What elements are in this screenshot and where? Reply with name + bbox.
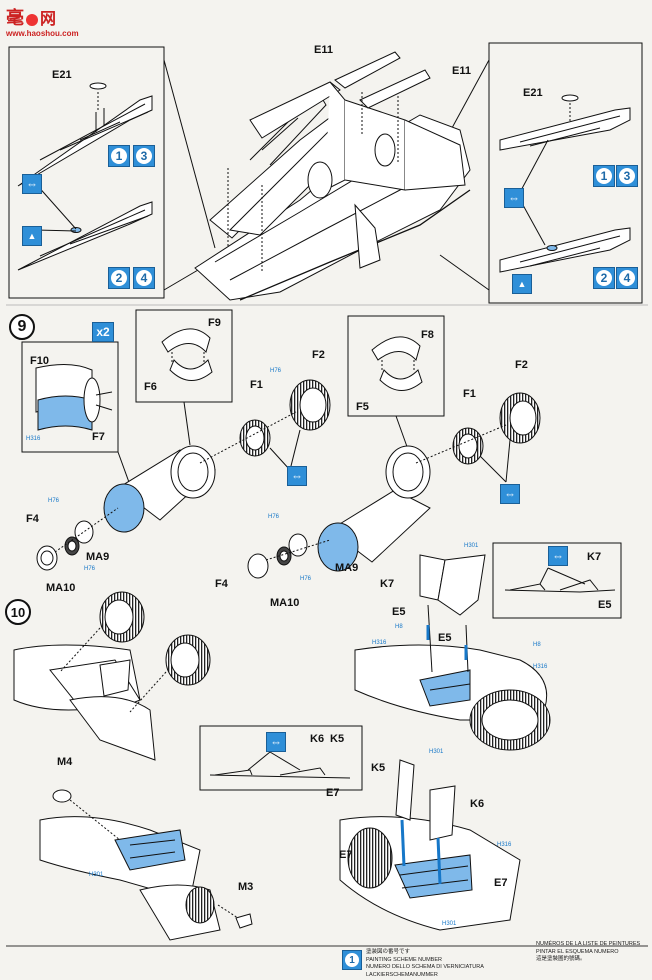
label-f2-right: F2 — [515, 359, 528, 371]
paint-code-h301: H301 — [442, 921, 457, 927]
label-e7-inset: E7 — [326, 787, 340, 799]
label-e21-left: E21 — [52, 69, 72, 81]
scheme-badge-3-right: 3 — [616, 165, 638, 187]
scheme-badge-2-right: 2 — [593, 267, 615, 289]
label-k6-inset: K6 — [310, 733, 325, 745]
direction-arrows-icon: ⇔ — [22, 174, 42, 194]
paint-code-h301: H301 — [89, 872, 104, 878]
inset-f10-f7-frame — [21, 341, 119, 453]
scheme-badge-3-left: 3 — [133, 145, 155, 167]
inset-k6-k5-e7-frame — [199, 725, 363, 791]
label-ma10-left: MA10 — [46, 582, 76, 594]
label-f9: F9 — [208, 317, 221, 329]
label-ma9-right: MA9 — [335, 562, 359, 574]
direction-arrows-icon: ⇔ — [287, 466, 307, 486]
paint-code-h76: H76 — [48, 498, 60, 504]
label-f2-left: F2 — [312, 349, 325, 361]
label-f1-left: F1 — [250, 379, 263, 391]
paint-code-h301: H301 — [464, 543, 479, 549]
paint-code-h8: H8 — [533, 642, 541, 648]
scheme-number: 1 — [345, 953, 359, 967]
scheme-number: 3 — [619, 168, 635, 184]
scheme-badge-1-right: 1 — [593, 165, 615, 187]
glue-icon: ▲ — [22, 226, 42, 246]
logo-char-2: 网 — [40, 11, 57, 28]
scheme-badge-4-right: 4 — [616, 267, 638, 289]
paint-code-h316: H316 — [497, 842, 512, 848]
label-ma10-right: MA10 — [270, 597, 300, 609]
label-e21-right: E21 — [523, 87, 543, 99]
direction-arrows-icon: ⇔ — [548, 546, 568, 566]
scheme-badge-2-left: 2 — [108, 267, 130, 289]
label-f5: F5 — [356, 401, 369, 413]
label-m3: M3 — [238, 881, 254, 893]
label-e7-left: E7 — [339, 849, 353, 861]
logo-dot — [26, 13, 38, 26]
label-e11-top: E11 — [314, 44, 333, 56]
label-e7-right: E7 — [494, 877, 508, 889]
watermark-logo: 毫网 www.haoshou.com — [6, 4, 79, 38]
label-ma9-left: MA9 — [86, 551, 110, 563]
label-e5-left: E5 — [392, 606, 406, 618]
legend-line: NUMERO DELLO SCHEMA DI VERNICIATURA — [366, 964, 484, 970]
paint-code-h76: H76 — [84, 566, 96, 572]
scheme-number: 2 — [111, 270, 127, 286]
label-e5-inset: E5 — [598, 599, 612, 611]
inset-k7-e5-frame — [492, 542, 622, 619]
scheme-number: 3 — [136, 148, 152, 164]
glue-icon: ▲ — [512, 274, 532, 294]
direction-arrows-icon: ⇔ — [500, 484, 520, 504]
label-k6: K6 — [470, 798, 485, 810]
label-e5-right: E5 — [438, 632, 452, 644]
paint-code-h316: H316 — [372, 640, 387, 646]
label-f4-left: F4 — [26, 513, 39, 525]
legend-line: LACKIERSCHEMANUMMER — [366, 971, 438, 978]
legend-text-right: NUMÉROS DE LA LISTE DE PEINTURES PINTAR … — [536, 941, 640, 964]
paint-code-h316: H316 — [533, 664, 548, 670]
paint-code-h316: H316 — [26, 436, 41, 442]
legend-line: NUMÉROS DE LA LISTE DE PEINTURES — [536, 941, 641, 947]
label-k7: K7 — [380, 578, 395, 590]
label-k5-inset: K5 — [330, 733, 345, 745]
legend-scheme-badge: 1 — [342, 950, 362, 970]
scheme-badge-4-left: 4 — [133, 267, 155, 289]
legend-line: PINTAR EL ESQUEMA NUMERO — [536, 948, 619, 955]
paint-code-h76: H76 — [300, 576, 312, 582]
label-f6: F6 — [144, 381, 157, 393]
label-e11-right: E11 — [452, 65, 471, 77]
step-number-10: 10 — [5, 599, 31, 625]
scheme-number: 1 — [596, 168, 612, 184]
left-detail-frame — [8, 46, 165, 299]
scheme-number: 1 — [111, 148, 127, 164]
scheme-number: 4 — [619, 270, 635, 286]
legend-text-left: 塗装図の番号です PAINTING SCHEME NUMBER NUMERO D… — [366, 949, 484, 979]
direction-arrows-icon: ⇔ — [504, 188, 524, 208]
legend-line: 塗装図の番号です — [366, 949, 411, 955]
multiplier-badge: x2 — [92, 322, 114, 342]
legend-line: PAINTING SCHEME NUMBER — [366, 956, 442, 963]
paint-code-h76: H76 — [270, 368, 282, 374]
paint-code-h8: H8 — [395, 624, 403, 630]
label-k5: K5 — [371, 762, 386, 774]
label-f10: F10 — [30, 355, 49, 367]
scheme-number: 4 — [136, 270, 152, 286]
paint-code-h76: H76 — [268, 514, 280, 520]
label-m4: M4 — [57, 756, 73, 768]
direction-arrows-icon: ⇔ — [266, 732, 286, 752]
scheme-number: 2 — [596, 270, 612, 286]
logo-url: www.haoshou.com — [6, 29, 79, 38]
label-f8: F8 — [421, 329, 434, 341]
label-f4-right: F4 — [215, 578, 228, 590]
logo-char-1: 毫 — [6, 8, 24, 28]
right-detail-frame — [488, 42, 643, 304]
label-k7-inset: K7 — [587, 551, 602, 563]
paint-code-h301: H301 — [429, 749, 444, 755]
label-f7: F7 — [92, 431, 105, 443]
label-f1-right: F1 — [463, 388, 476, 400]
legend-line: 這是塗裝圖的號碼。 — [536, 956, 586, 962]
scheme-badge-1-left: 1 — [108, 145, 130, 167]
step-number-9: 9 — [9, 314, 35, 340]
